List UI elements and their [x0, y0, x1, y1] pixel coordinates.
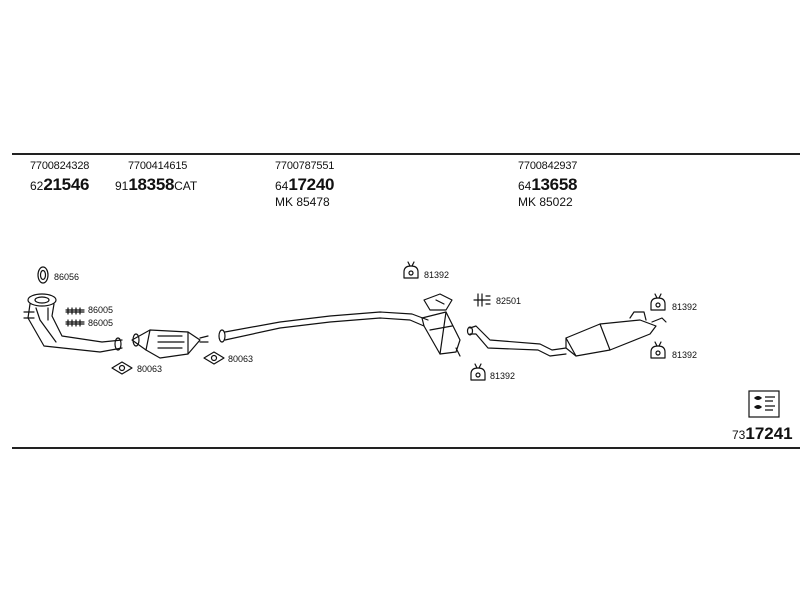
part-number-4: 6413658: [518, 175, 577, 195]
part-number-2: 9118358CAT: [115, 175, 197, 195]
part-number-2-prefix: 91: [115, 179, 129, 193]
rubber-hanger-icon: [650, 293, 666, 311]
part-number-3: 6417240: [275, 175, 334, 195]
rear-muffler: [565, 311, 667, 357]
mk-number-3: MK 85478: [275, 195, 330, 209]
oem-number-4: 7700842937: [518, 160, 578, 172]
label-86005-a: 86005: [88, 305, 114, 315]
label-80063-a: 80063: [137, 364, 163, 374]
footer-part-number-main: 17241: [745, 424, 793, 443]
label-86056: 86056: [54, 272, 80, 282]
bottom-divider: [12, 447, 800, 449]
front-downpipe: [23, 293, 123, 353]
label-80063-b: 80063: [228, 354, 254, 364]
part-number-2-suffix: CAT: [174, 179, 198, 193]
label-81392-b: 81392: [490, 371, 516, 381]
label-82501: 82501: [496, 296, 522, 306]
rubber-hanger-icon: [470, 363, 486, 381]
clamp-icon: [65, 307, 85, 327]
gasket-icon: [203, 351, 225, 365]
rubber-hanger-icon: [650, 341, 666, 359]
rear-pipe: [466, 325, 567, 357]
part-number-3-prefix: 64: [275, 179, 289, 193]
label-81392-a: 81392: [424, 270, 450, 280]
part-number-4-prefix: 64: [518, 179, 532, 193]
gasket-icon: [111, 361, 133, 375]
bolt-icon: [473, 293, 491, 307]
oem-number-1: 7700824328: [30, 160, 90, 172]
footer-part-number: 7317241: [732, 424, 793, 444]
top-divider: [12, 153, 800, 155]
part-number-1-main: 21546: [43, 175, 90, 194]
label-81392-c: 81392: [672, 302, 698, 312]
part-number-3-main: 17240: [288, 175, 335, 194]
rubber-hanger-icon: [403, 261, 419, 279]
label-86005-b: 86005: [88, 318, 114, 328]
catalytic-converter: [131, 329, 209, 359]
part-number-2-main: 18358: [128, 175, 175, 194]
intermediate-pipe: [218, 311, 429, 343]
oem-number-3: 7700787551: [275, 160, 335, 172]
label-81392-d: 81392: [672, 350, 698, 360]
footer-part-number-prefix: 73: [732, 428, 746, 442]
part-number-1-prefix: 62: [30, 179, 44, 193]
mk-number-4: MK 85022: [518, 195, 573, 209]
part-number-1: 6221546: [30, 175, 89, 195]
gasket-icon: [37, 266, 49, 284]
logo-icon: [748, 390, 780, 418]
oem-number-2: 7700414615: [128, 160, 188, 172]
center-muffler: [421, 293, 461, 357]
part-number-4-main: 13658: [531, 175, 578, 194]
